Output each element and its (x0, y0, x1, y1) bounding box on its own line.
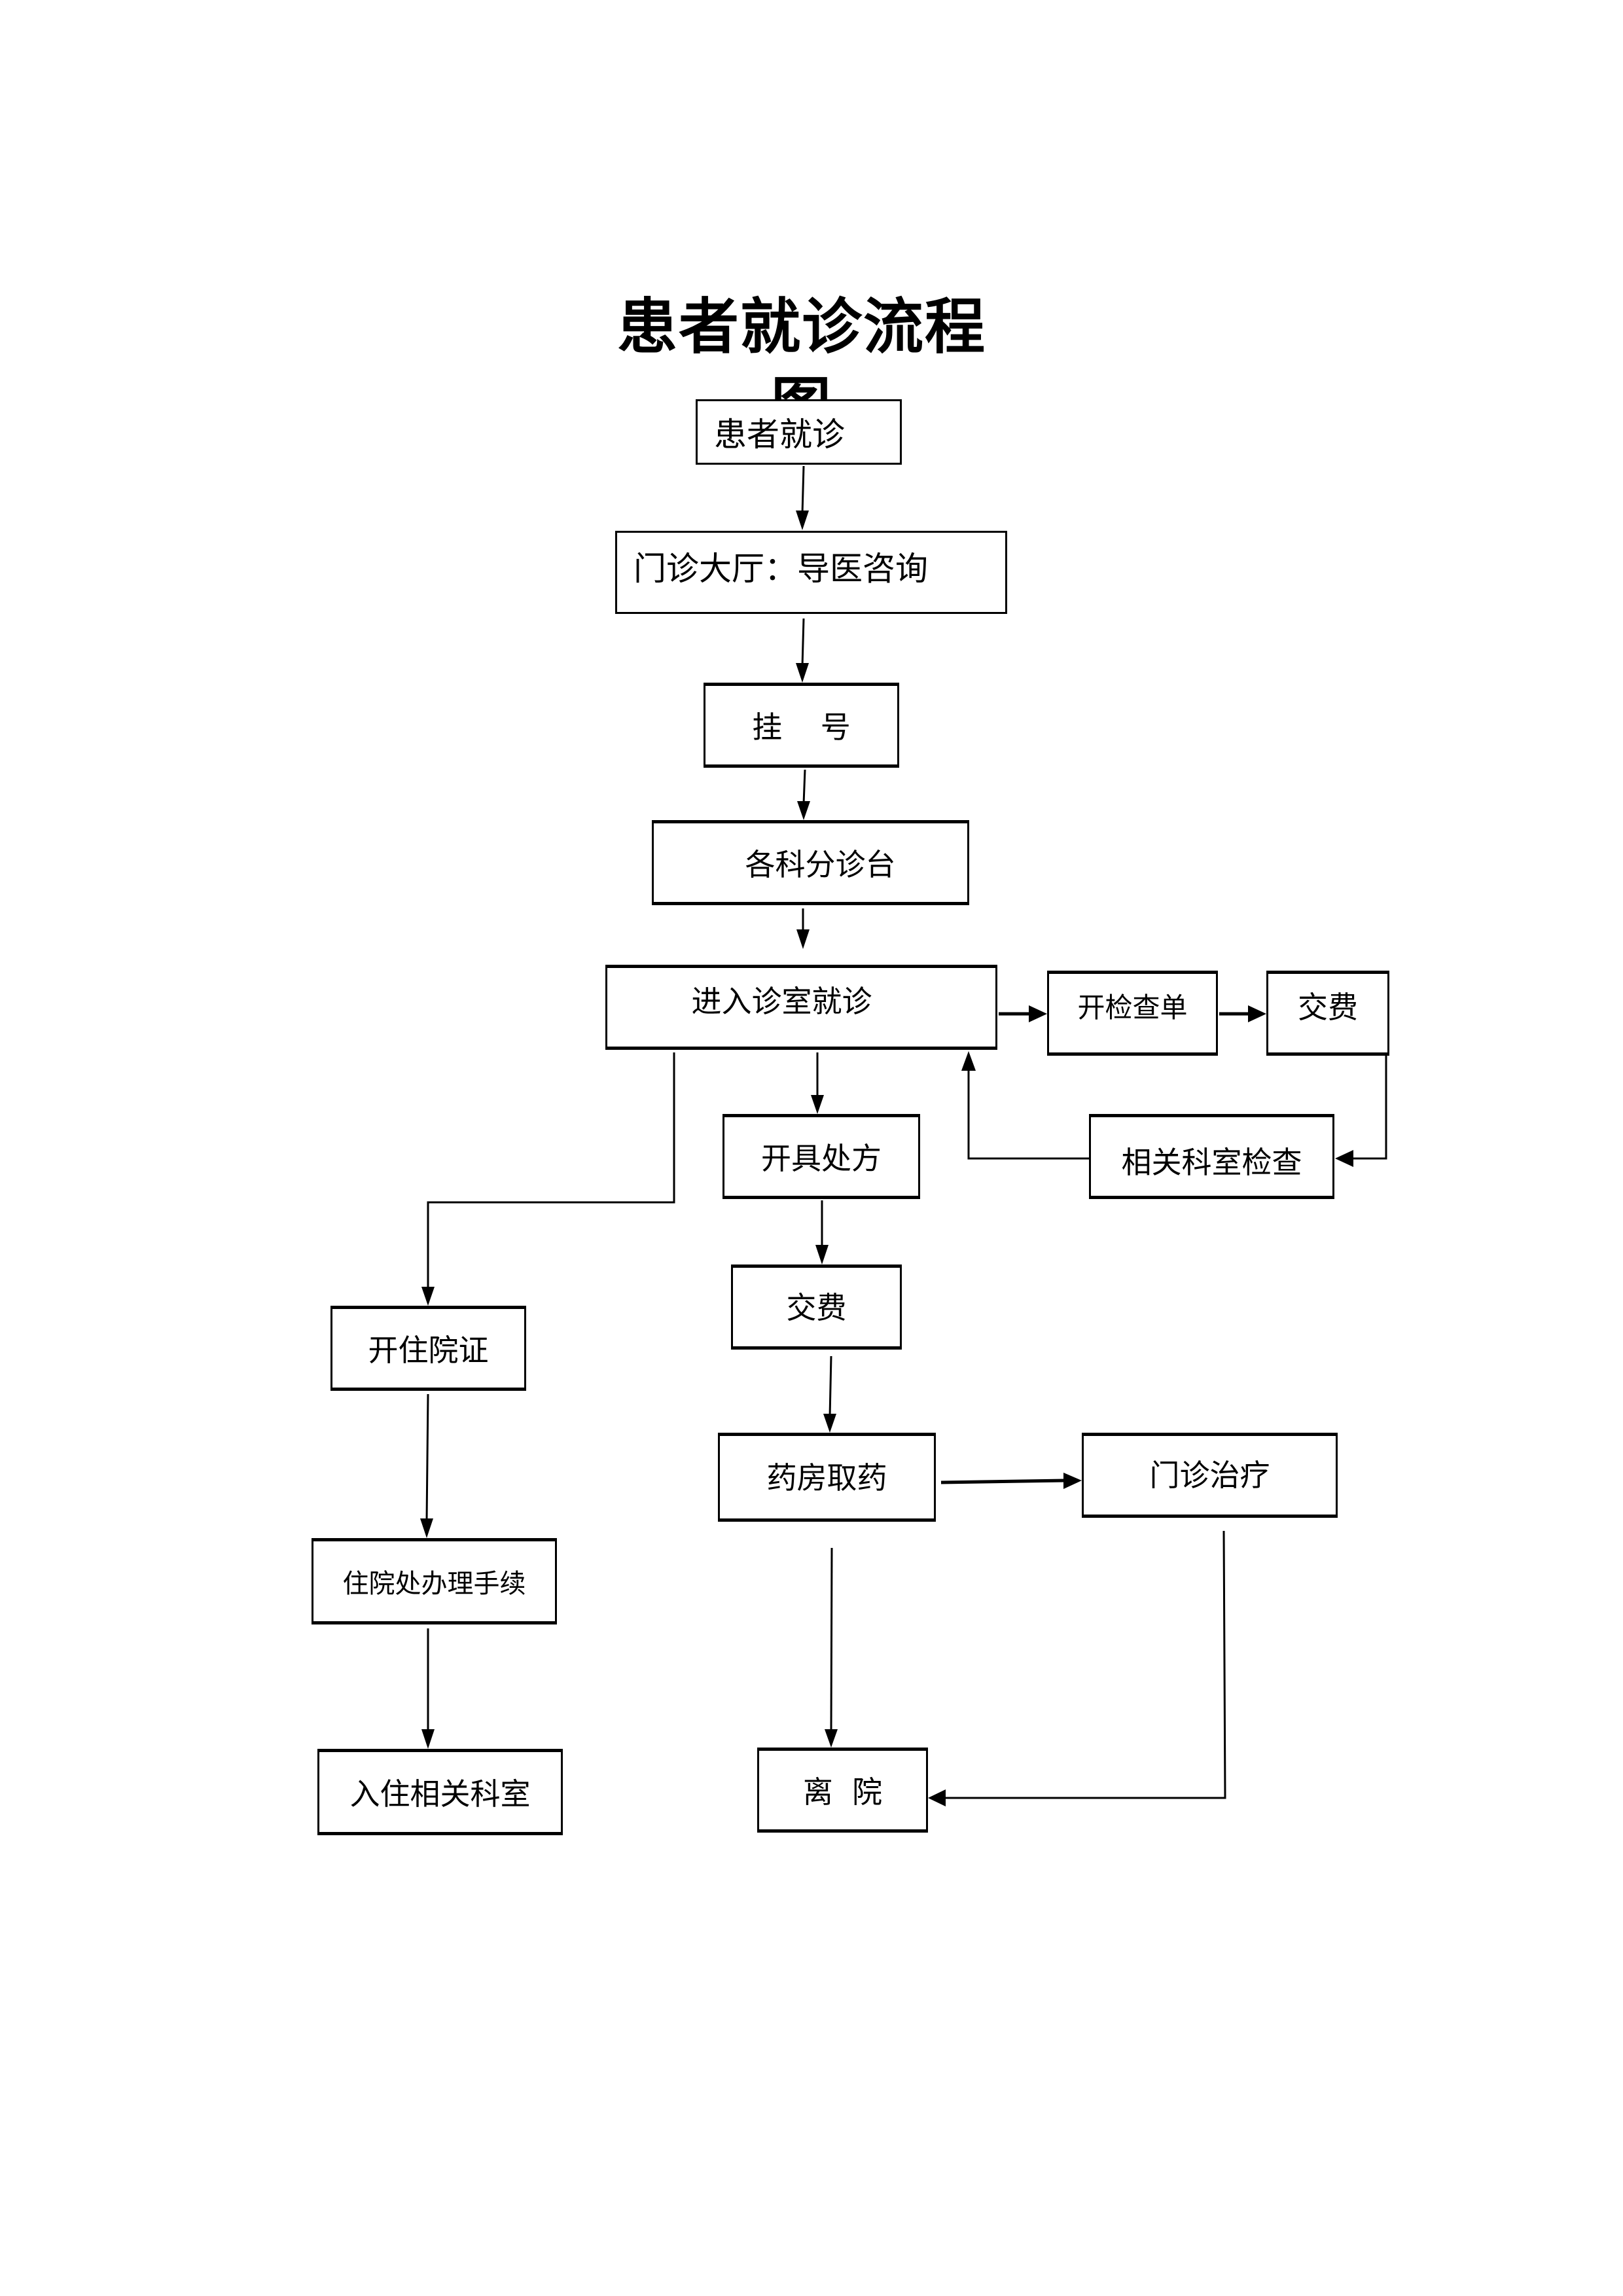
arrowhead-icon (1335, 1150, 1353, 1167)
arrowhead-icon (825, 1729, 838, 1748)
node-label: 交费 (1298, 990, 1358, 1025)
edge-start-lobby (801, 465, 805, 514)
edge-payment-deptexam (1350, 1055, 1387, 1160)
node-label: 患者就诊 (714, 416, 845, 454)
arrowhead-icon (420, 1518, 433, 1538)
arrowhead-icon (796, 929, 810, 949)
arrowhead-icon (811, 1095, 824, 1114)
node-label: 住院处办理手续 (342, 1569, 526, 1599)
node-exam-order: 开检查单 (1047, 971, 1218, 1056)
node-registration: 挂 号 (704, 683, 899, 768)
node-label: 门诊治疗 (1149, 1458, 1270, 1493)
node-label: 挂 号 (752, 709, 851, 745)
arrowhead-icon (928, 1789, 946, 1806)
node-label: 开住院证 (368, 1333, 489, 1368)
node-label: 进入诊室就诊 (691, 984, 872, 1019)
node-label: 开具处方 (761, 1141, 882, 1176)
node-patient-visit: 患者就诊 (696, 399, 902, 465)
node-ward: 入住相关科室 (317, 1749, 563, 1835)
node-pharmacy: 药房取药 (718, 1433, 936, 1522)
node-prescription: 开具处方 (722, 1114, 920, 1199)
node-label: 开检查单 (1077, 991, 1188, 1024)
node-label: 门诊大厅：导医咨询 (633, 549, 928, 588)
arrowhead-icon (1029, 1005, 1047, 1022)
node-rx-payment: 交费 (731, 1265, 902, 1350)
node-admission-office: 住院处办理手续 (312, 1538, 557, 1624)
node-outpatient-treatment: 门诊治疗 (1082, 1433, 1338, 1518)
node-triage: 各科分诊台 (652, 820, 969, 905)
node-admission-cert: 开住院证 (330, 1306, 526, 1391)
node-consultation-room: 进入诊室就诊 (605, 965, 997, 1050)
edge-admission-office (425, 1393, 429, 1522)
edge-pharmacy-treatment (940, 1479, 1066, 1484)
edge-consult-admission (427, 1052, 675, 1289)
node-label: 交费 (786, 1290, 847, 1325)
node-lobby-consult: 门诊大厅：导医咨询 (615, 531, 1007, 614)
arrowhead-icon (1248, 1005, 1266, 1022)
node-discharge: 离 院 (757, 1748, 928, 1833)
arrowhead-icon (797, 801, 810, 820)
arrowhead-icon (796, 663, 809, 683)
edge-pharmacy-discharge (830, 1547, 833, 1732)
node-label: 入住相关科室 (349, 1776, 531, 1812)
edge-treatment-discharge (942, 1530, 1226, 1799)
arrowhead-icon (815, 1245, 829, 1265)
node-label: 各科分诊台 (745, 847, 896, 882)
node-label: 相关科室检查 (1121, 1145, 1302, 1180)
edge-deptexam-consult (967, 1067, 1089, 1160)
arrowhead-icon (421, 1729, 435, 1749)
arrowhead-icon (1063, 1473, 1082, 1489)
arrowhead-icon (823, 1414, 836, 1433)
node-label: 离 院 (802, 1774, 883, 1810)
arrowhead-icon (421, 1287, 435, 1306)
node-dept-exam: 相关科室检查 (1089, 1114, 1334, 1199)
edge-payment-pharmacy (829, 1355, 832, 1418)
edge-lobby-registration (801, 618, 805, 667)
edge-registration-triage (802, 769, 806, 804)
node-label: 药房取药 (766, 1460, 887, 1496)
arrowhead-icon (796, 511, 809, 530)
node-exam-payment: 交费 (1266, 971, 1389, 1056)
arrowhead-icon (961, 1051, 976, 1071)
